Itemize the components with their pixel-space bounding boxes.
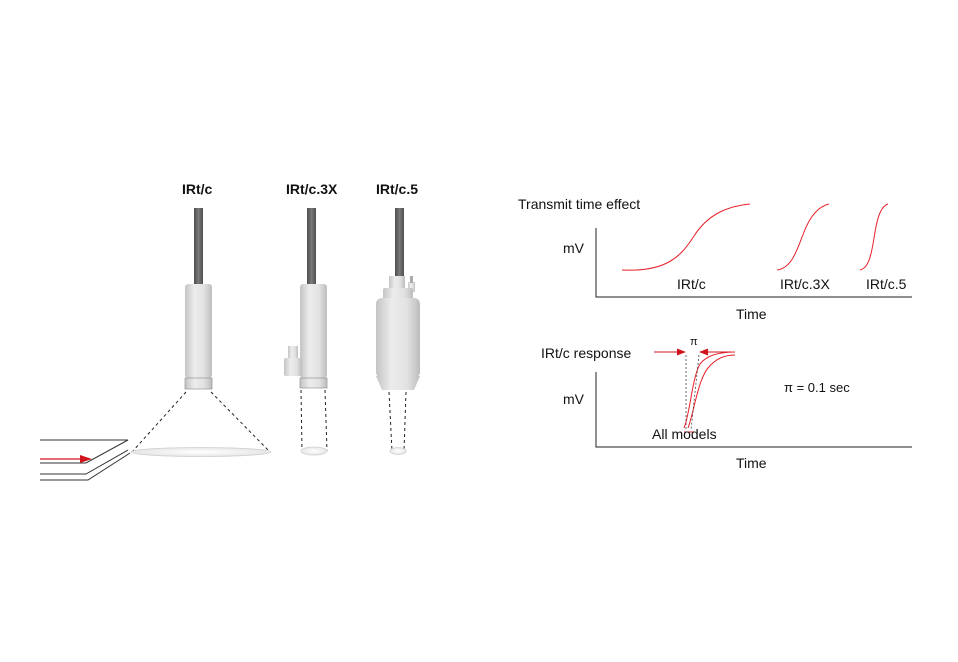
sensor-irtc3x-drawing bbox=[284, 208, 328, 456]
response-chart-title: IRt/c response bbox=[541, 345, 632, 361]
curve-label-irtc: IRt/c bbox=[677, 276, 706, 292]
sensor-irtc-drawing bbox=[130, 208, 272, 457]
transmit-chart-ylabel: mV bbox=[563, 240, 584, 256]
response-chart bbox=[595, 348, 912, 448]
curve-label-irtc5: IRt/c.5 bbox=[866, 276, 907, 292]
transmit-chart-xlabel: Time bbox=[736, 306, 767, 322]
tau-value: π = 0.1 sec bbox=[784, 380, 850, 395]
curve-irtc bbox=[621, 203, 751, 271]
sensor-label-irtc: IRt/c bbox=[182, 181, 213, 197]
transmit-time-chart bbox=[595, 203, 912, 298]
curve-irtc5 bbox=[859, 203, 889, 271]
all-models-label: All models bbox=[652, 426, 717, 442]
tau-symbol: π bbox=[690, 336, 698, 348]
response-curve-1 bbox=[683, 351, 736, 429]
tau-arrow-left-icon bbox=[654, 348, 686, 356]
sensor-irtc5-drawing bbox=[376, 208, 420, 455]
transmit-chart-title: Transmit time effect bbox=[518, 196, 641, 212]
tau-arrow-right-icon bbox=[699, 348, 732, 356]
sensor-label-irtc3x: IRt/c.3X bbox=[286, 181, 338, 197]
curve-irtc3x bbox=[776, 203, 830, 271]
response-chart-ylabel: mV bbox=[563, 391, 584, 407]
curve-label-irtc3x: IRt/c.3X bbox=[780, 276, 830, 292]
response-chart-axes bbox=[595, 372, 912, 448]
motion-arrow-icon bbox=[40, 455, 92, 463]
response-chart-xlabel: Time bbox=[736, 455, 767, 471]
transmit-chart-axes bbox=[595, 228, 912, 298]
conveyor-surface bbox=[40, 439, 131, 481]
sensor-label-irtc5: IRt/c.5 bbox=[376, 181, 419, 197]
